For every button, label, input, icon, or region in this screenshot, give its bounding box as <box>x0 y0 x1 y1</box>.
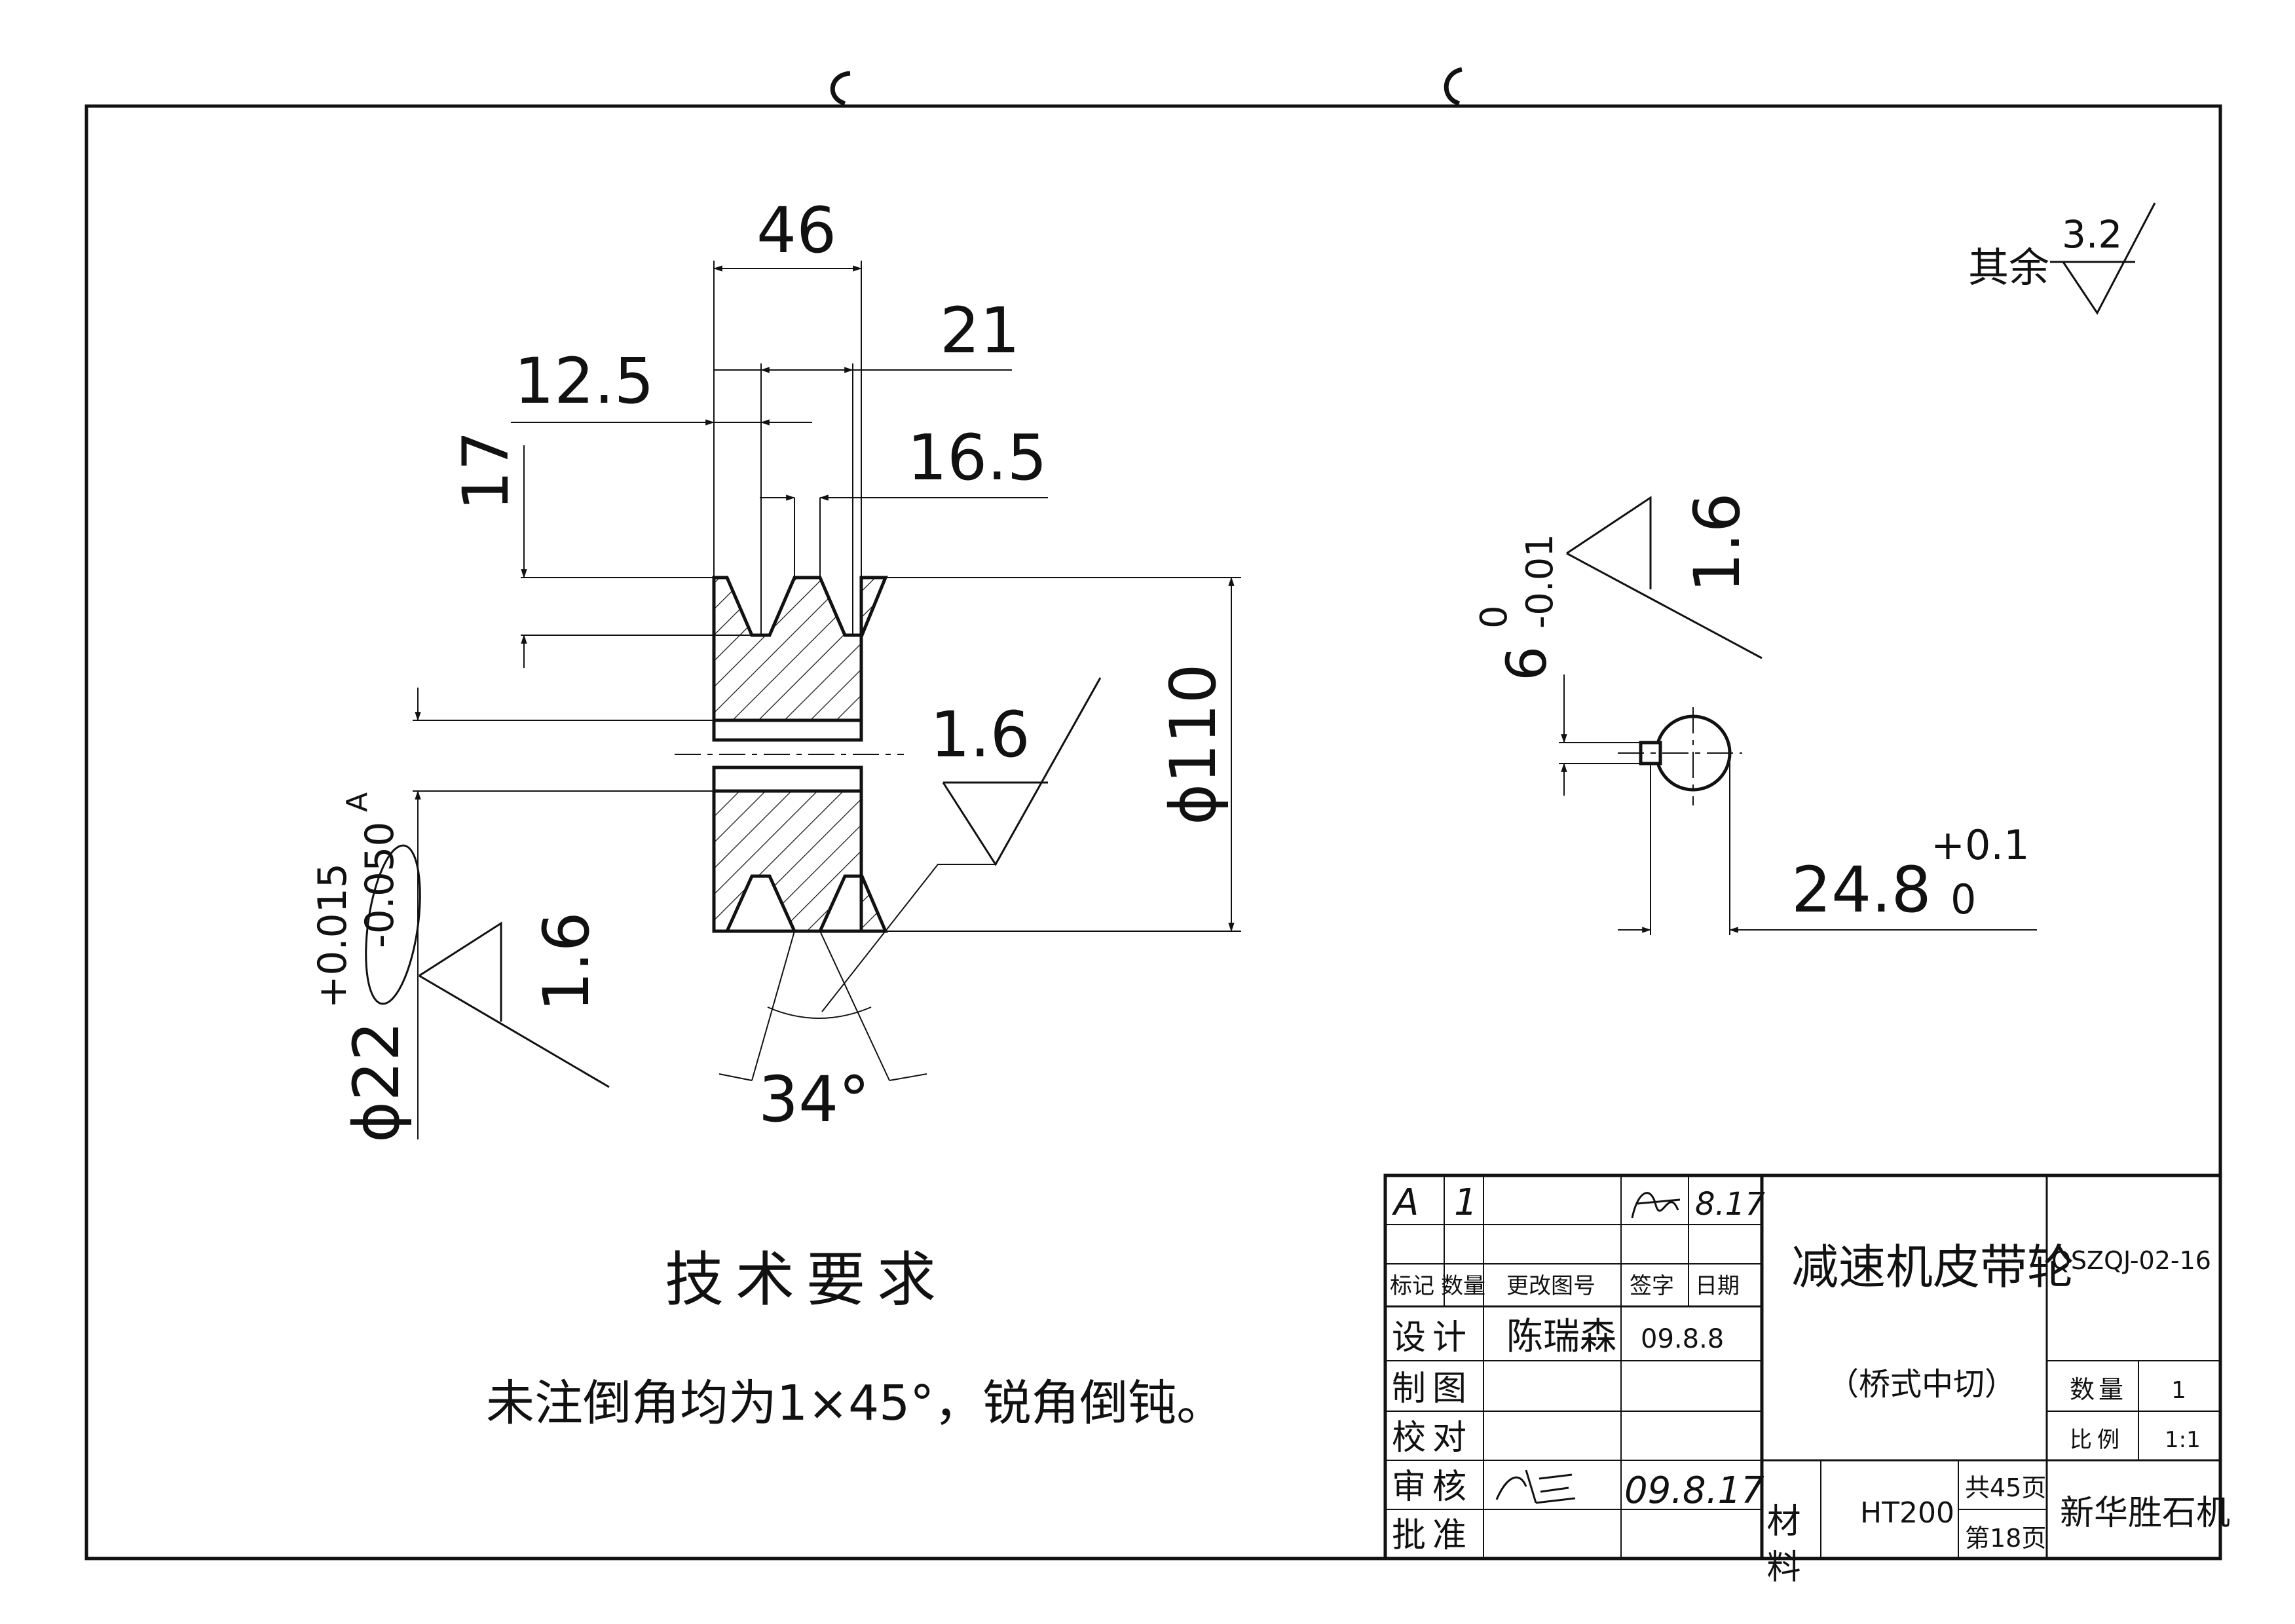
dim-key-depth-lower: 0 <box>1950 876 1976 923</box>
tech-requirements-title: 技术要求 <box>665 1246 948 1314</box>
revision-mark-a: A <box>341 792 374 812</box>
designer-name: 陈瑞森 <box>1506 1316 1616 1358</box>
dim-key-width-lower: -0.01 <box>1519 534 1561 629</box>
dim-groove-depth: 17 <box>449 431 523 511</box>
bore-roughness-value: 1.6 <box>530 912 603 1012</box>
role-design: 设计 <box>1392 1318 1473 1357</box>
review-date: 09.8.17 <box>1624 1469 1764 1512</box>
drawing-number: QSZQJ-02-16 <box>2051 1246 2211 1275</box>
title-block: A 1 8.17 标记 数量 更改图号 签字 日期 设计 陈瑞森 09.8.8 … <box>1383 1173 2230 1595</box>
pulley-section-view: 46 21 12.5 16.5 17 ϕ110 ϕ22 <box>310 194 1241 1143</box>
dim-bore-upper: +0.015 <box>310 863 356 1008</box>
dim-groove-offset: 12.5 <box>514 344 654 418</box>
dim-key-depth-upper: +0.1 <box>1931 821 2030 869</box>
binding-mark-left <box>830 71 851 106</box>
dim-groove-angle: 34° <box>758 1063 870 1136</box>
bore-gap-top <box>712 718 863 742</box>
roughness-symbol <box>2050 202 2156 315</box>
title-block-frame <box>1383 1173 2222 1560</box>
dim-groove-pitch: 21 <box>940 294 1020 367</box>
material-label: 材料 <box>1761 1503 1800 1595</box>
revision-row-date: 8.17 <box>1695 1186 1765 1223</box>
page-number: 第18页 <box>1965 1524 2046 1553</box>
design-date: 09.8.8 <box>1641 1324 1724 1354</box>
groove-angle-arc <box>767 1006 872 1019</box>
dim-bore-lower: -0.050 <box>357 822 403 948</box>
header-change-doc: 更改图号 <box>1506 1273 1595 1299</box>
key-roughness-symbol <box>1566 496 1763 659</box>
quantity-value: 1 <box>2171 1377 2186 1404</box>
general-roughness: 其余 3.2 <box>1968 202 2156 315</box>
part-name: 减速机皮带轮 <box>1791 1240 2074 1295</box>
material-value: HT200 <box>1860 1496 1954 1530</box>
header-date: 日期 <box>1695 1273 1740 1299</box>
role-approve: 批准 <box>1392 1516 1473 1555</box>
scale-label: 比例 <box>2070 1427 2125 1453</box>
header-mark: 标记 <box>1390 1273 1434 1299</box>
dim-outer-diameter: ϕ110 <box>1157 663 1230 825</box>
header-sign: 签字 <box>1630 1273 1674 1299</box>
keyway-detail-view: 6 0 -0.01 1.6 24.8 +0.1 0 <box>1473 492 2037 935</box>
role-check: 校对 <box>1392 1418 1473 1458</box>
scale-value: 1:1 <box>2165 1427 2201 1453</box>
revision-signature-scribble <box>1631 1192 1681 1219</box>
revision-row-count: 1 <box>1454 1181 1478 1224</box>
tolerance-circle-mark <box>365 844 421 1005</box>
dim-key-width-nominal: 6 <box>1495 646 1559 681</box>
quantity-label: 数量 <box>2070 1375 2127 1404</box>
key-roughness-value: 1.6 <box>1681 492 1754 593</box>
dim-key-width-upper: 0 <box>1473 605 1516 629</box>
dim-bore-nominal: ϕ22 <box>340 1022 413 1143</box>
drawing-frame <box>84 104 2222 1560</box>
binding-mark-right <box>1444 67 1463 106</box>
total-pages: 共45页 <box>1965 1473 2046 1502</box>
revision-row-mark: A <box>1392 1181 1419 1224</box>
role-drafting: 制图 <box>1392 1369 1473 1409</box>
technical-requirements: 技术要求 未注倒角均为1×45°，锐角倒钝。 <box>486 1246 1225 1431</box>
groove-roughness-leader <box>821 864 996 1012</box>
bore-gap-bottom <box>712 766 863 793</box>
part-note: （桥式中切） <box>1827 1366 2016 1403</box>
role-review: 审核 <box>1392 1467 1473 1507</box>
review-signature-scribble <box>1495 1469 1576 1504</box>
bore-roughness-symbol <box>419 921 610 1088</box>
dim-groove-top-width: 16.5 <box>907 421 1047 494</box>
dim-key-depth-nominal: 24.8 <box>1791 853 1931 927</box>
groove-roughness-value: 1.6 <box>930 698 1030 771</box>
dim-width-total: 46 <box>756 194 836 267</box>
tech-requirements-text: 未注倒角均为1×45°，锐角倒钝。 <box>486 1375 1225 1431</box>
header-count: 数量 <box>1441 1273 1485 1299</box>
company-name: 新华胜石机 <box>2060 1494 2230 1533</box>
roughness-label: 其余 <box>1968 244 2049 291</box>
roughness-value: 3.2 <box>2062 212 2122 257</box>
